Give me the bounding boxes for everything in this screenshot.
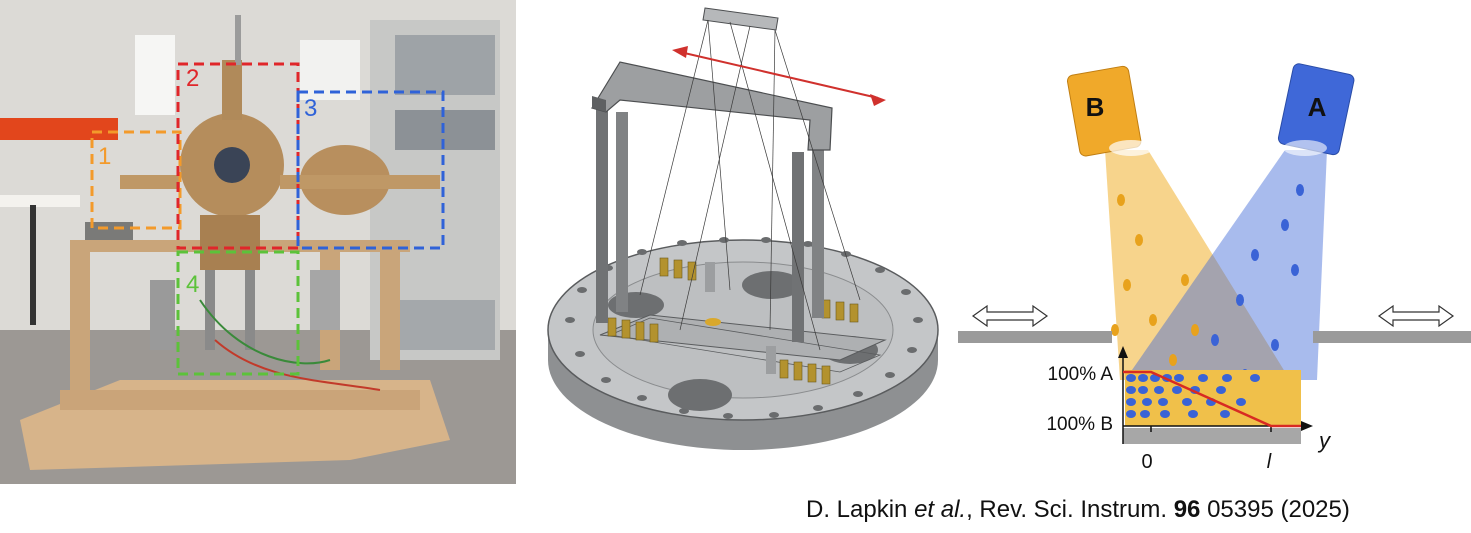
source-b-label: B [1086,92,1105,122]
deposited-film [1125,370,1301,426]
x-tick-l: l [1267,451,1272,473]
citation-volume: 96 [1173,496,1201,523]
composition-profile [1123,370,1301,428]
region-3-label: 3 [304,95,317,122]
source-b [1066,65,1153,157]
shutter-right [1313,331,1471,343]
shutter-left-arrow [971,304,1049,328]
y-label-top: 100% A [1048,364,1114,385]
lab-photo: 1 2 3 4 [0,0,516,484]
citation-authors: D. Lapkin [806,496,908,523]
right-post [792,152,804,342]
source-a [1277,63,1355,156]
citation: D. Lapkin et al., Rev. Sci. Instrum. 96 … [806,496,1350,524]
citation-etal: et al. [914,496,967,523]
cad-drawing [547,7,939,450]
region-1-label: 1 [98,143,111,170]
x-tick-0: 0 [1141,451,1152,473]
region-2-label: 2 [186,65,199,92]
substrate [1123,428,1301,444]
codeposition-schematic: B A 100% A 100% B 0 l [958,63,1471,473]
region-3-box [296,90,445,250]
region-4-label: 4 [186,271,199,298]
left-post [596,108,608,323]
top-frame [591,61,833,151]
flange-side [548,330,938,450]
shutter-left [958,331,1112,343]
region-1-box [90,130,182,230]
x-axis-label: y [1317,428,1332,453]
y-label-bottom: 100% B [1046,414,1113,435]
sample-stage [599,314,887,361]
shutter-right-arrow [1377,304,1455,328]
source-a-label: A [1308,92,1327,122]
beam-a [1125,150,1327,380]
region-4-box [176,250,300,376]
citation-journal: , Rev. Sci. Instrum. [966,496,1174,523]
citation-rest: 05395 (2025) [1200,496,1350,523]
